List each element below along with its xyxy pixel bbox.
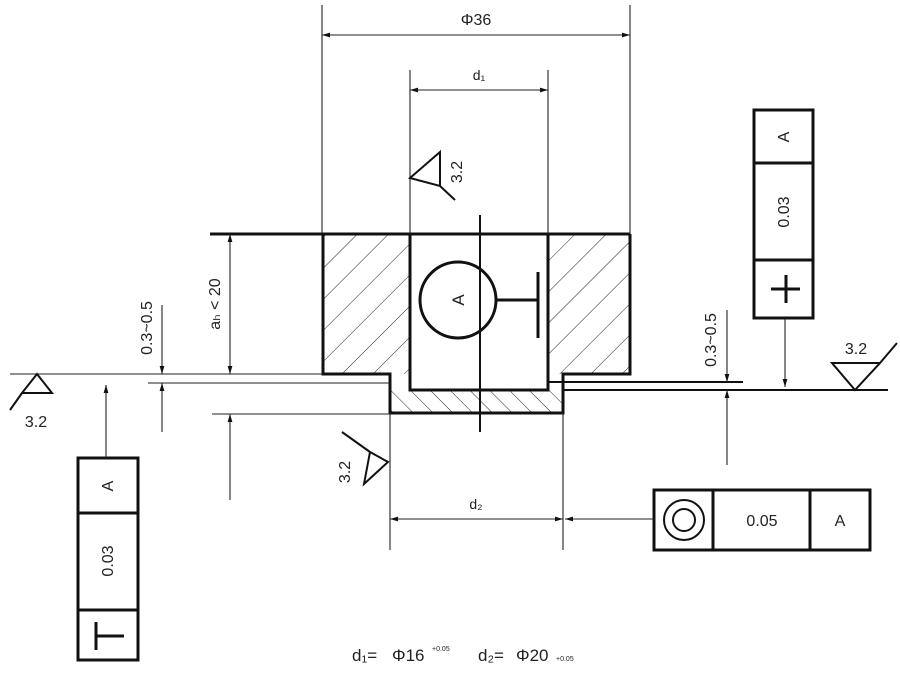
perpendicularity-icon (771, 275, 800, 303)
roughness-symbol-left: 3.2 (9, 372, 55, 431)
tolerance-frame-top-right: A 0.03 (752, 108, 815, 387)
svg-text:0.05: 0.05 (746, 513, 777, 530)
datum-feature-a: A (418, 260, 540, 340)
dimension-outer-diameter: Φ36 (321, 5, 631, 234)
svg-text:A: A (776, 131, 793, 142)
perpendicularity-icon (94, 622, 124, 650)
svg-text:3.2: 3.2 (449, 161, 466, 183)
svg-text:Φ16: Φ16 (392, 646, 424, 665)
svg-text:d₁=: d₁= (352, 646, 377, 665)
svg-text:d₂=: d₂= (478, 646, 504, 665)
dimension-label: d₁ (473, 67, 486, 83)
svg-text:A: A (835, 513, 846, 530)
svg-text:+0.05: +0.05 (556, 656, 574, 663)
dimension-label: d₂ (469, 496, 482, 512)
dimension-d2: d₂ (389, 413, 564, 550)
dimension-label: aₕ < 20 (207, 278, 224, 330)
dimension-label: 0.3~0.5 (703, 313, 720, 367)
tolerance-frame-left: A 0.03 (76, 385, 140, 662)
roughness-symbol-bottom: 3.2 (337, 431, 390, 487)
svg-text:0.03: 0.03 (100, 545, 117, 576)
svg-text:A: A (100, 480, 117, 491)
svg-text:+0.05: +0.05 (432, 646, 450, 653)
dimension-label: Φ36 (461, 12, 492, 29)
notes: d₁= Φ16 +0.05 d₂= Φ20 +0.05 (352, 646, 574, 665)
roughness-symbol-right: 3.2 (829, 341, 898, 392)
svg-text:3.2: 3.2 (845, 341, 867, 358)
dimension-gap-right: 0.3~0.5 (703, 310, 730, 465)
part-section (10, 215, 888, 432)
svg-text:0.03: 0.03 (776, 196, 793, 227)
tolerance-frame-bottom-right: 0.05 A (565, 488, 872, 552)
concentricity-icon (663, 499, 705, 541)
svg-text:3.2: 3.2 (337, 461, 354, 483)
dimension-d1: d₁ (409, 67, 549, 234)
svg-text:Φ20: Φ20 (516, 646, 548, 665)
dimension-depth: aₕ < 20 (207, 234, 233, 500)
dimension-label: 0.3~0.5 (139, 301, 156, 355)
dimension-gap-left: 0.3~0.5 (139, 301, 165, 432)
svg-text:A: A (449, 294, 468, 306)
svg-text:3.2: 3.2 (25, 414, 47, 431)
roughness-symbol-top: 3.2 (407, 149, 466, 201)
